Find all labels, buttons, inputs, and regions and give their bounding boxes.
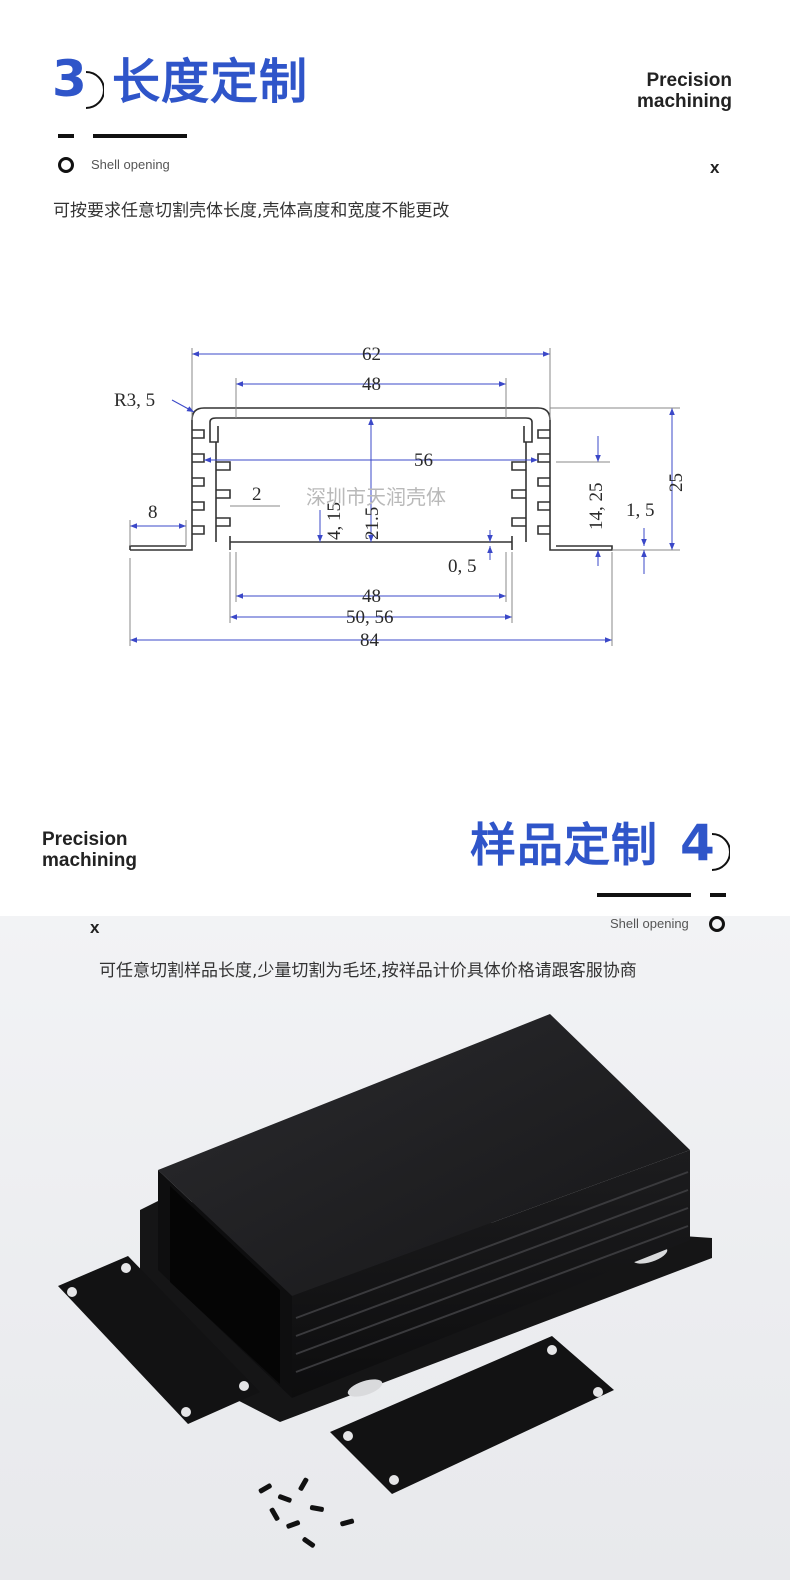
dim-56: 56 (414, 450, 433, 471)
decor-dash-short (58, 134, 74, 138)
precision-line-1: Precision (42, 829, 128, 850)
section-3-number: 3 (52, 50, 87, 108)
aluminum-enclosure-illustration (58, 1014, 712, 1548)
section-4-number: 4 (680, 814, 715, 872)
ring-icon (58, 157, 74, 173)
precision-machining-label-2: Precision machining (42, 829, 152, 871)
precision-line-1: Precision (646, 70, 732, 91)
screws (258, 1477, 355, 1548)
dim-r3-5: R3, 5 (114, 390, 155, 411)
dim-4-15: 4, 15 (324, 502, 345, 540)
dim-14-25: 14, 25 (586, 483, 607, 531)
enclosure-top (158, 1014, 690, 1296)
section-3-bracket-icon (85, 71, 104, 109)
dim-1-5: 1, 5 (626, 500, 655, 521)
dim-8: 8 (148, 502, 158, 523)
decor-dash-short-2 (710, 893, 726, 897)
decor-dash-long-2 (597, 893, 691, 897)
precision-line-2: machining (636, 91, 732, 112)
ring-icon-2 (709, 916, 725, 932)
dim-2: 2 (252, 484, 262, 505)
shell-opening-label: Shell opening (91, 157, 170, 172)
dim-25: 25 (666, 473, 687, 492)
shell-opening-label-2: Shell opening (610, 916, 689, 931)
end-plate-left (58, 1256, 260, 1424)
watermark-text: 深圳市天润壳体 (306, 485, 446, 509)
dim-50-56: 50, 56 (346, 607, 394, 628)
x-mark-2: x (90, 918, 100, 937)
dim-62: 62 (362, 344, 381, 365)
section-4-description: 可任意切割样品长度,少量切割为毛坯,按祥品计价具体价格请跟客服协商 (99, 961, 637, 981)
section-3-description: 可按要求任意切割壳体长度,壳体高度和宽度不能更改 (53, 201, 450, 221)
section-4-bracket-icon (711, 833, 730, 871)
section-3-title: 长度定制 (112, 54, 309, 110)
precision-line-2: machining (42, 850, 138, 871)
dim-48-bottom: 48 (362, 586, 381, 607)
enclosure-profile-drawing: 62 48 R3, 5 56 2 8 4, 15 21.5 14, 25 25 … (114, 344, 687, 651)
x-mark: x (710, 158, 720, 177)
section-4-title: 样品定制 (470, 818, 658, 872)
dim-21-5: 21.5 (362, 507, 383, 540)
dim-0-5: 0, 5 (448, 556, 477, 577)
dim-84: 84 (360, 630, 380, 651)
dim-48-top: 48 (362, 374, 381, 395)
flange-slot-left (347, 1379, 383, 1397)
end-plate-right (330, 1336, 614, 1494)
decor-dash-long (93, 134, 187, 138)
precision-machining-label: Precision machining (600, 70, 732, 112)
